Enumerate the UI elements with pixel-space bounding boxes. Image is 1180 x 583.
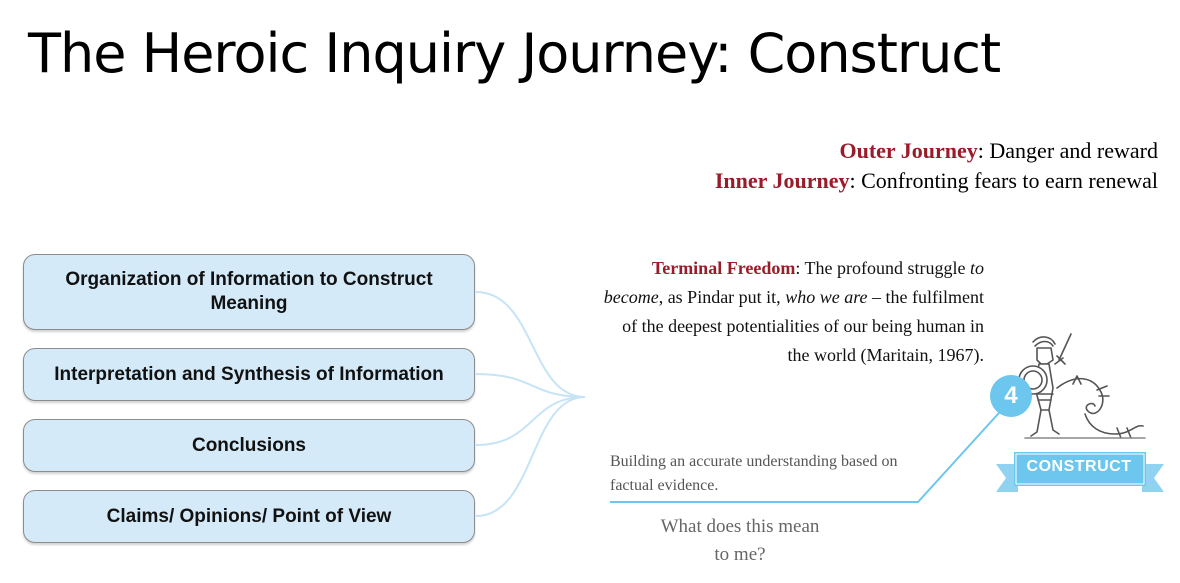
building-understanding-text: Building an accurate understanding based… — [610, 453, 898, 494]
construct-banner-label: CONSTRUCT — [1026, 458, 1132, 475]
stage-number-badge: 4 — [990, 375, 1032, 417]
quote-emphasis: who we are — [785, 287, 868, 307]
connector-lines — [475, 291, 586, 517]
connector-line — [475, 291, 586, 398]
outer-journey-text: : Danger and reward — [977, 138, 1158, 163]
journey-description: Outer Journey: Danger and reward Inner J… — [715, 136, 1158, 196]
outer-journey-line: Outer Journey: Danger and reward — [715, 136, 1158, 166]
warrior-with-sword-and-shield-icon — [1018, 333, 1146, 439]
box-conclusions: Conclusions — [23, 419, 475, 472]
quote-text: , as Pindar put it, — [658, 287, 786, 307]
terminal-freedom-quote: Terminal Freedom: The profound struggle … — [600, 254, 984, 370]
question-text: What does this mean to me? — [660, 516, 820, 565]
box-interpretation: Interpretation and Synthesis of Informat… — [23, 348, 475, 401]
banner-ribbon-icon — [996, 452, 1164, 492]
quote-emphasis: to become — [603, 258, 984, 307]
connector-line — [475, 396, 586, 517]
connector-line — [475, 396, 586, 446]
box-organization: Organization of Information to Construct… — [23, 254, 475, 330]
inner-journey-label: Inner Journey — [714, 168, 850, 193]
quote-text: : The profound struggle — [795, 258, 966, 278]
page-title: The Heroic Inquiry Journey: Construct — [28, 22, 1001, 85]
outer-journey-label: Outer Journey — [839, 138, 978, 163]
inner-journey-line: Inner Journey: Confronting fears to earn… — [715, 166, 1158, 196]
terminal-freedom-label: Terminal Freedom — [651, 258, 796, 278]
box-claims: Claims/ Opinions/ Point of View — [23, 490, 475, 543]
inner-journey-text: : Confronting fears to earn renewal — [849, 168, 1159, 193]
connector-line — [475, 373, 586, 398]
quote-text: – the fulfilment of the deepest potentia… — [622, 287, 984, 365]
